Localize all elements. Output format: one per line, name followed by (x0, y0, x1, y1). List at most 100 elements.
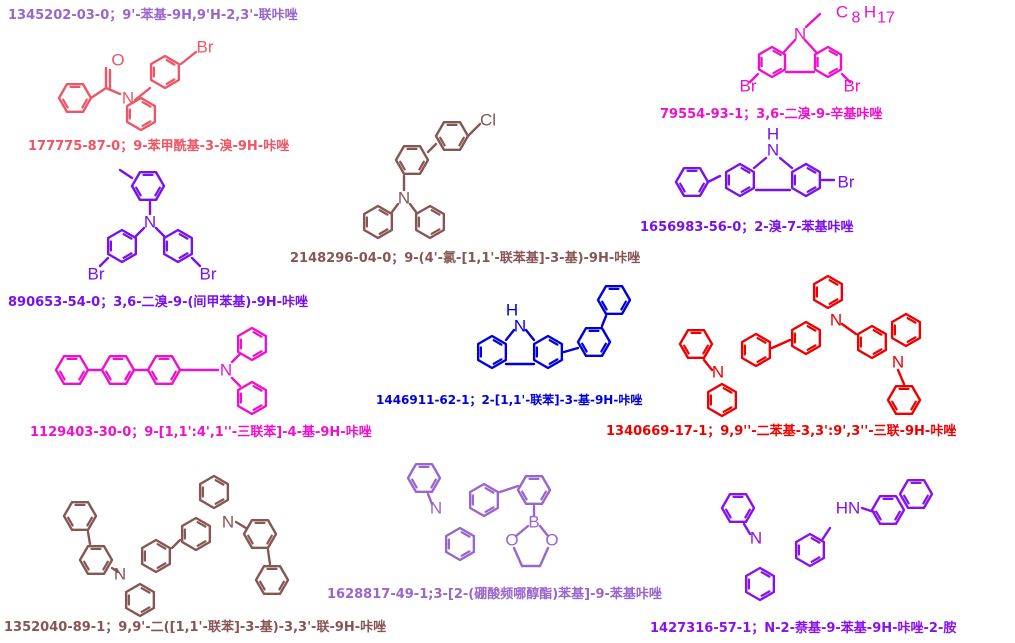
carbazole-ring-a (362, 204, 394, 240)
carbazole-ring-a (106, 228, 138, 264)
nitrogen-left-label: N (114, 565, 126, 584)
structure-c6: N Br Br (88, 168, 217, 284)
nitrogen-label: N (514, 317, 526, 336)
nitrogen-right-label: N (222, 513, 234, 532)
nitrogen-center-label: N (830, 311, 842, 330)
bromine-right-label: Br (844, 77, 861, 96)
carbazole-ring-a (444, 526, 476, 562)
carbazole-ring-a (476, 334, 508, 370)
caption-c4: 2148296-04-0；9-(4'-氯-[1,1'-联苯基]-3-基)-9H-… (290, 251, 641, 266)
biphenyl-left-ring-2 (78, 544, 114, 576)
caption-c3: 79554-93-1；3,6-二溴-9-辛基咔唑 (660, 107, 883, 122)
caption-c7: 1446911-62-1；2-[1,1'-联苯]-3-基-9H-咔唑 (376, 393, 643, 407)
carbazole-ring-b (468, 482, 500, 518)
carbon-subscript: 8 (852, 10, 861, 27)
boronate-phenyl-ring (516, 474, 552, 506)
chlorophenyl-ring (434, 120, 470, 152)
nitrogen-label: N (750, 529, 762, 548)
carbazole-ring-b (162, 228, 194, 264)
chlorine-label: Cl (480, 111, 496, 130)
structure-c5: NH Br (674, 125, 855, 198)
caption-c10: 1352040-89-1；9,9'-二([1,1'-联苯]-3-基)-3,3'-… (4, 620, 387, 635)
carbazole-ring-b (236, 380, 268, 416)
phenyl-ring-left (678, 328, 714, 360)
bromine-left-label: Br (88, 265, 105, 284)
carbazole-ring-a (236, 326, 268, 362)
carbazole-right-ring-b (890, 312, 922, 348)
hydrogen-label: H (864, 3, 876, 22)
biphenyl-right-ring-2 (254, 564, 290, 596)
carbazole-ring-a (724, 162, 756, 198)
nitrogen-left-label: N (712, 363, 724, 382)
carbazole-center-ring-a (790, 320, 822, 356)
nitrogen-label: N (767, 141, 779, 160)
phenylene-ring (394, 144, 430, 176)
caption-c5: 1656983-56-0；2-溴-7-苯基咔唑 (640, 220, 854, 235)
oxygen-label: O (111, 51, 124, 70)
hydrogen-subscript: 17 (877, 10, 895, 27)
caption-c8: 1129403-30-0；9-[1,1':4',1''-三联苯]-4-基-9H-… (30, 425, 372, 440)
structure-c4: ClN (362, 111, 496, 240)
phenylene-ring (576, 326, 612, 358)
nitrogen-label: N (220, 361, 232, 380)
nitrogen-label: N (430, 499, 442, 518)
caption-c11: 1628817-49-1;3-[2-(硼酸频哪醇酯)苯基]-9-苯基咔唑 (327, 587, 662, 602)
carbazole-ring-a (125, 96, 157, 132)
caption-c1: 1345202-03-0；9'-苯基-9H,9'H-2,3'-联咔唑 (8, 8, 298, 23)
structure-c10: NN (62, 474, 290, 618)
boron-label: B (528, 513, 539, 532)
phenyl-ring (596, 284, 632, 316)
carbazole-ring-b (414, 204, 446, 240)
phenyl-ring-right (886, 384, 922, 416)
terphenyl-ring-1 (54, 354, 90, 386)
biphenyl-left-ring-1 (62, 500, 98, 532)
nitrogen-label: N (794, 25, 806, 44)
carbazole-ring-b (149, 54, 181, 90)
carbazole-ring-b (532, 334, 564, 370)
naphthyl-ring-b (898, 478, 934, 510)
phenyl-ring (406, 462, 442, 494)
bromine-left-label: Br (740, 77, 757, 96)
carbazole-ring-b (790, 162, 822, 198)
carbazole-center-ring-b (812, 274, 844, 310)
carbazole-left-ring-b (140, 538, 172, 574)
caption-c2: 177775-87-0；9-苯甲酰基-3-溴-9H-咔唑 (28, 139, 290, 154)
carbazole-left-ring-b (740, 332, 772, 368)
nitrogen-label: N (398, 189, 410, 208)
carbazole-right-ring-b (198, 474, 230, 510)
hydrogen-label: H (767, 125, 779, 144)
caption-c6: 890653-54-0；3,6-二溴-9-(间甲苯基)-9H-咔唑 (8, 295, 309, 310)
structure-c7: NH (476, 284, 632, 370)
phenyl-ring (720, 492, 756, 524)
structure-c8: N (54, 326, 268, 416)
terphenyl-ring-3 (146, 354, 182, 386)
carbazole-right-ring-a (856, 324, 888, 360)
bromine-label: Br (838, 173, 855, 192)
structure-c9: N N N (678, 274, 922, 418)
carbazole-ring-a (744, 566, 776, 602)
carbazole-right-ring-a (180, 516, 212, 552)
carbazole-ring-b (794, 532, 826, 568)
caption-c9: 1340669-17-1；9,9''-二苯基-3,3':9',3''-三联-9H… (606, 424, 957, 439)
structure-c12: N HN (720, 478, 934, 602)
benzoyl-ring (57, 82, 93, 114)
ring-right (813, 45, 843, 79)
bromine-right-label: Br (200, 265, 217, 284)
oxygen-left-label: O (505, 531, 518, 550)
phenyl-ring (674, 166, 710, 198)
tolyl-ring (130, 170, 166, 202)
terphenyl-ring-2 (100, 354, 136, 386)
amine-label: HN (836, 499, 861, 518)
carbazole-left-ring-a (706, 382, 738, 418)
nitrogen-label: N (144, 213, 156, 232)
caption-c12: 1427316-57-1；N-2-萘基-9-苯基-9H-咔唑-2-胺 (650, 621, 957, 636)
hydrogen-label: H (506, 301, 518, 320)
bromine-label: Br (197, 38, 214, 57)
naphthyl-ring-a (870, 494, 906, 526)
nitrogen-right-label: N (892, 353, 904, 372)
ring-left (757, 45, 787, 79)
